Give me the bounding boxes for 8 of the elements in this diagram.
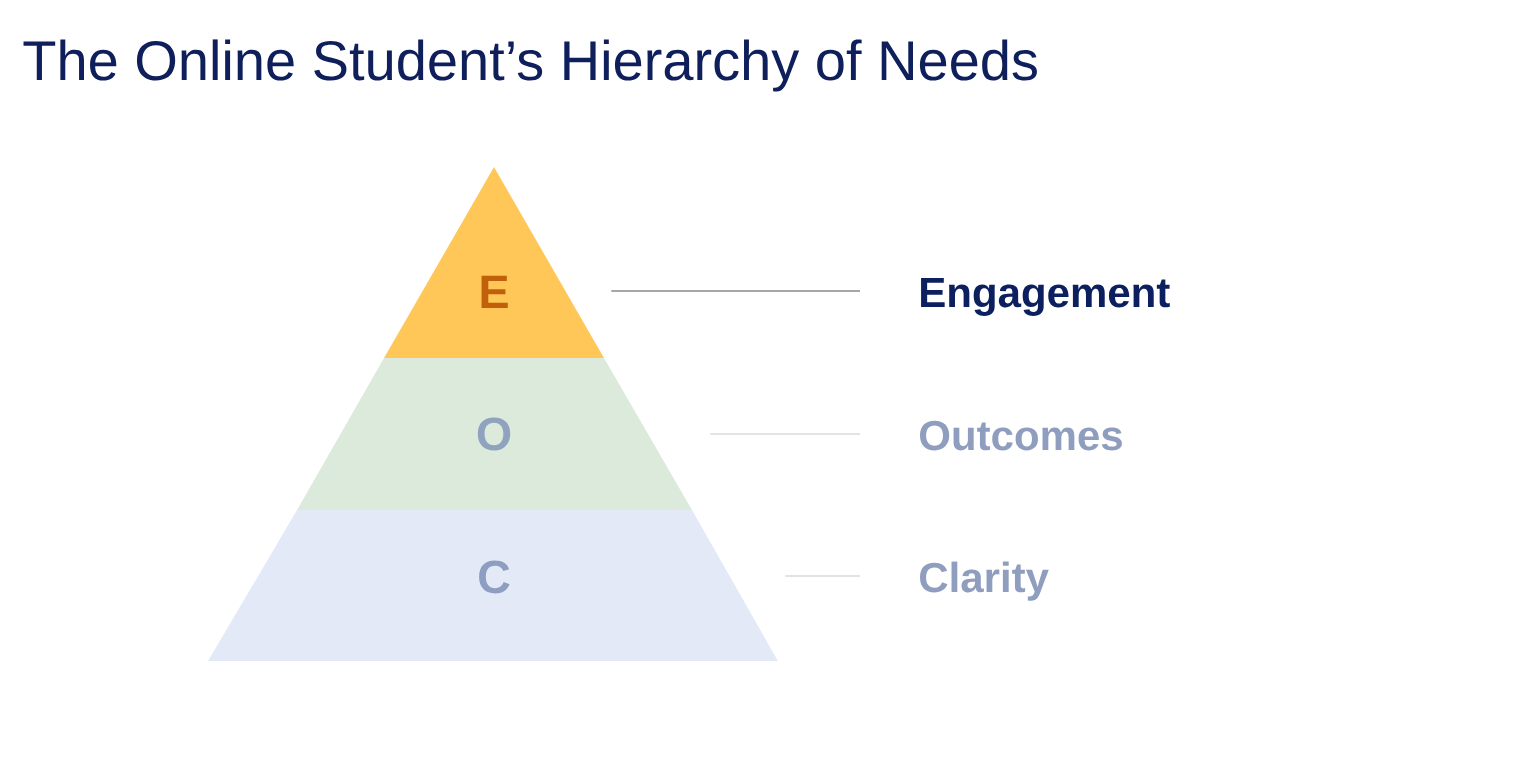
pyramid-layer: E [384, 167, 604, 358]
title: The Online Student’s Hierarchy of Needs [23, 39, 1037, 92]
level-label: Engagement [921, 278, 1170, 316]
pyramid-layer: O [297, 358, 692, 510]
leader-line [610, 290, 861, 292]
pyramid-layer: C [208, 510, 778, 661]
level-label: Clarity [920, 561, 1049, 601]
level-label: Outcomes [920, 420, 1122, 451]
